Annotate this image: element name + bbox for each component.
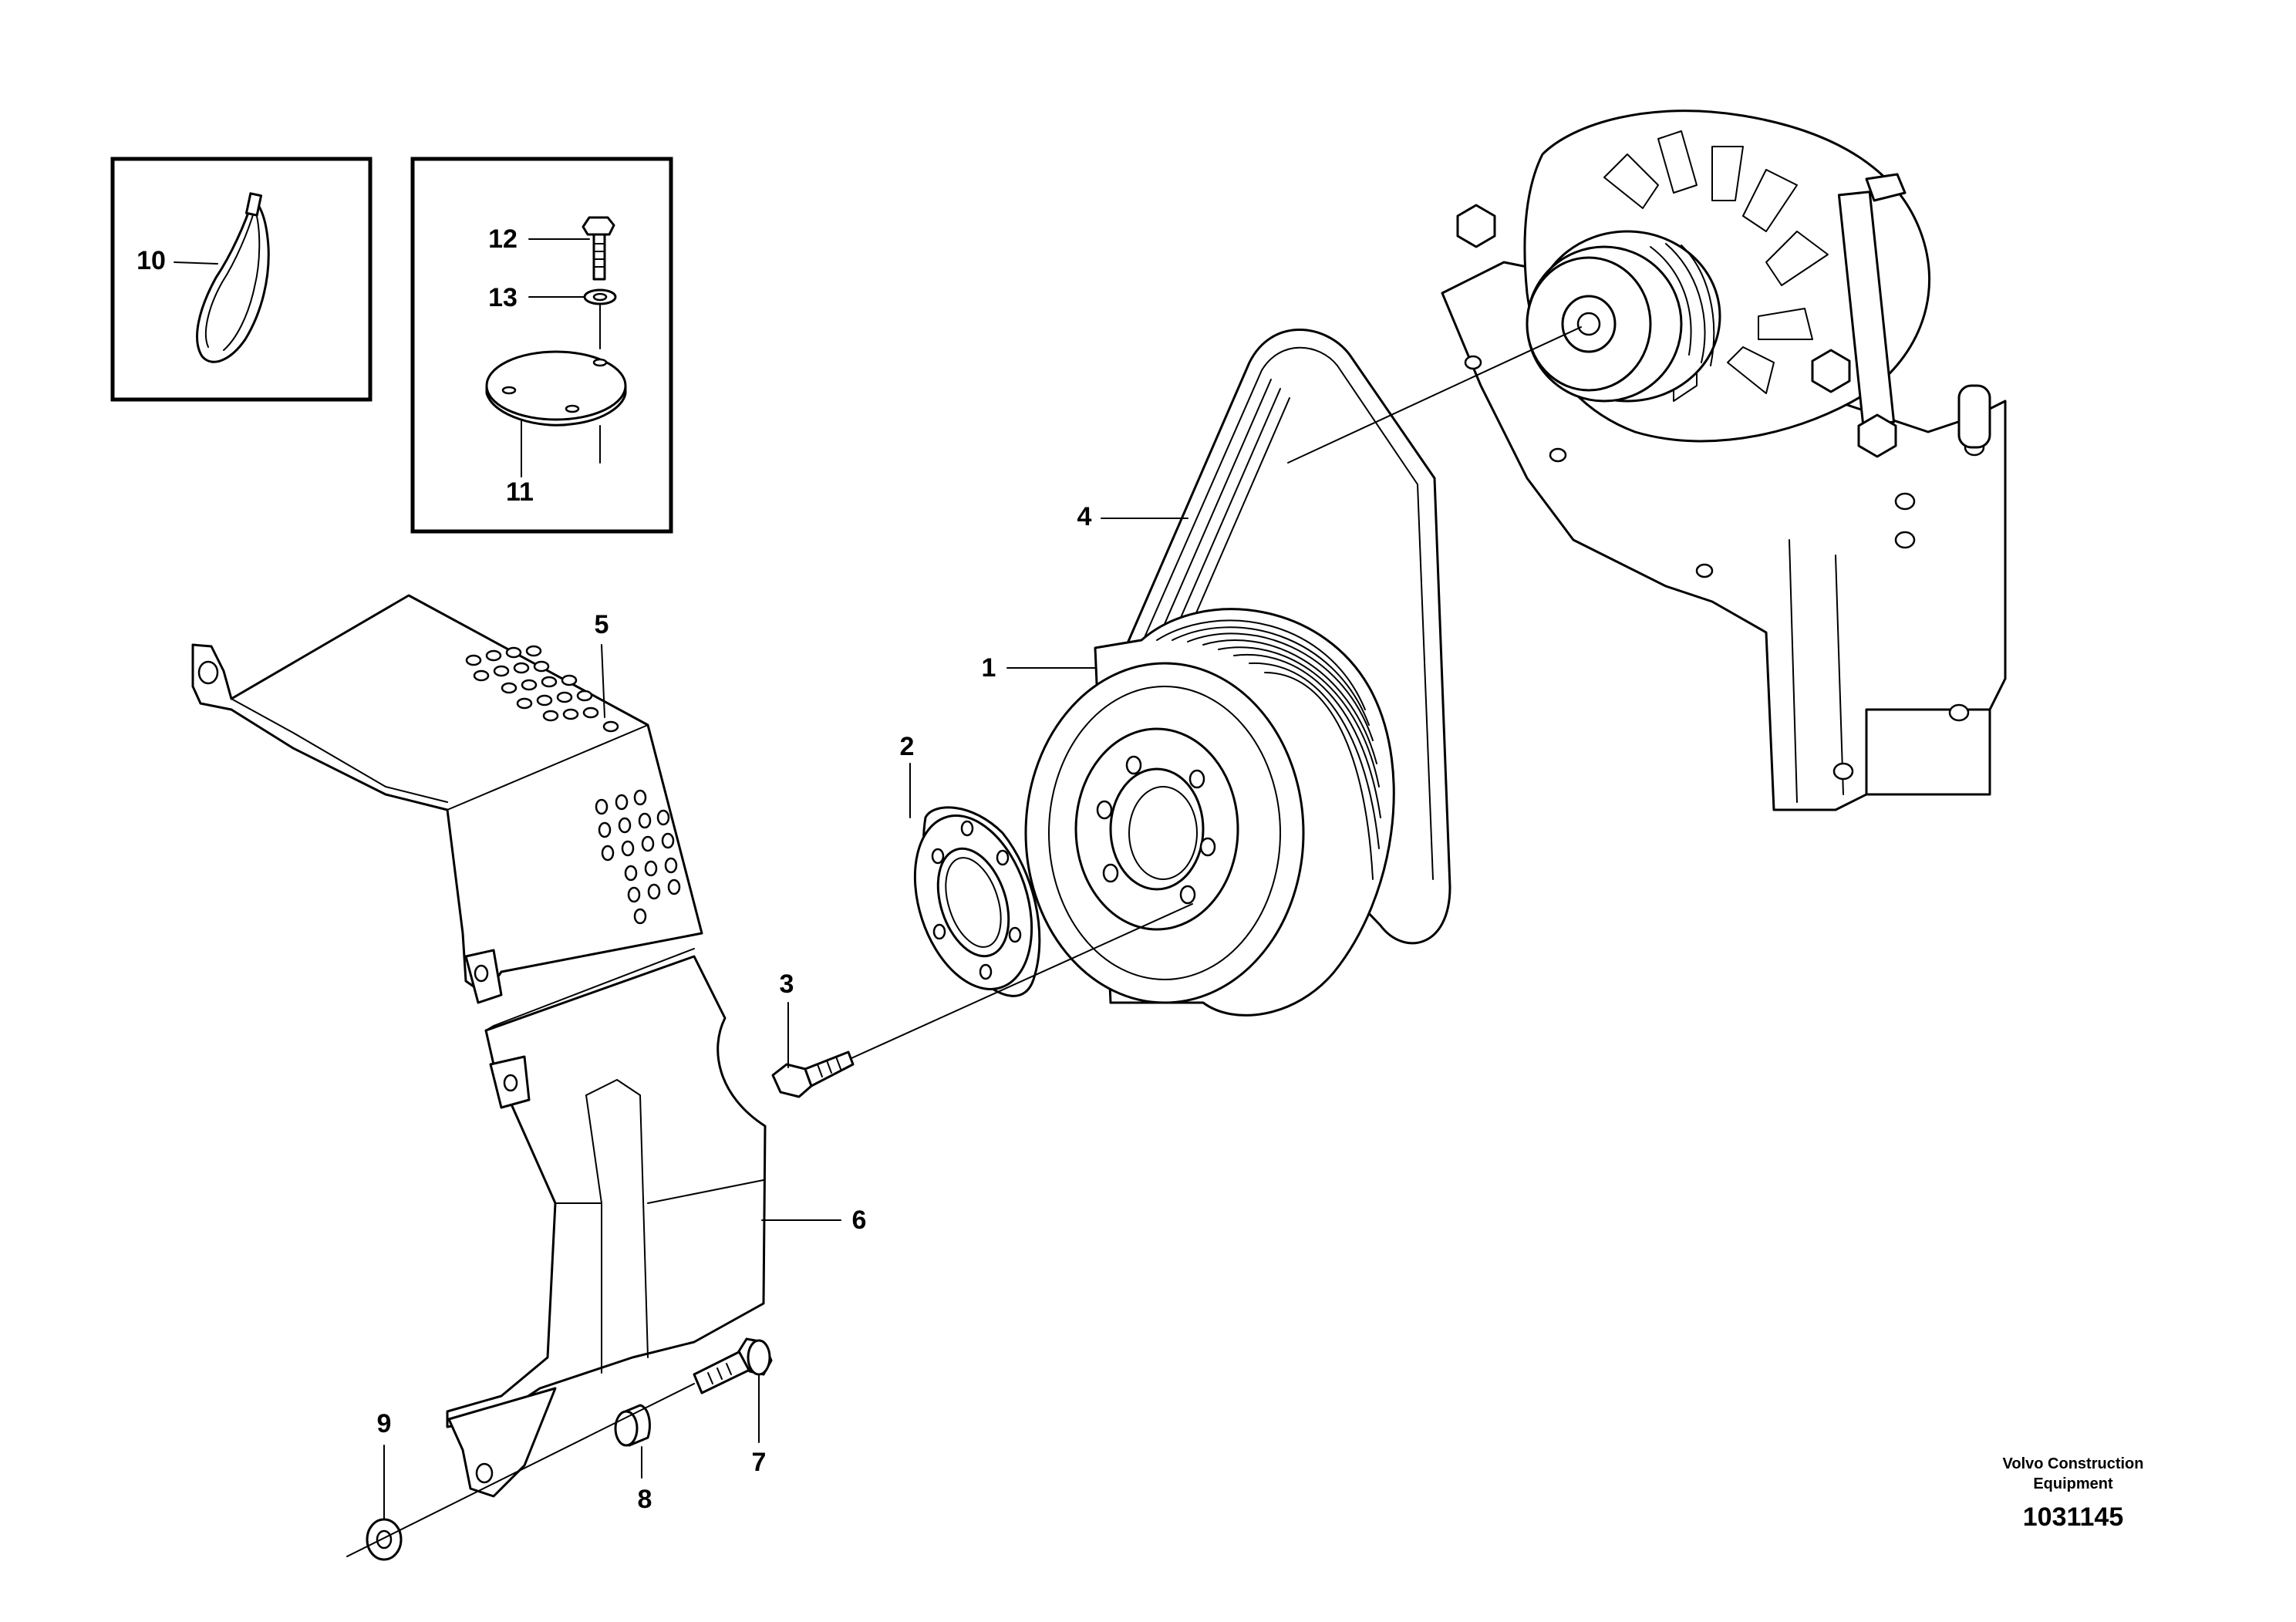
leader-10 xyxy=(174,261,218,265)
callout-2: 2 xyxy=(900,732,915,761)
alternator-assembly xyxy=(1441,110,2007,811)
spacer-8-drawing xyxy=(614,1404,651,1447)
axis-line-alternator xyxy=(1287,326,1582,464)
washer-13-drawing xyxy=(583,288,617,305)
callout-5: 5 xyxy=(595,610,609,639)
alternator-pulley xyxy=(1526,230,1721,403)
cover-plate-11-drawing xyxy=(485,350,627,427)
callout-13: 13 xyxy=(488,283,518,312)
upper-shield-5 xyxy=(191,594,703,1004)
lower-shield-6 xyxy=(446,948,767,1498)
inset-frame-right xyxy=(410,157,673,534)
vent-holes-top xyxy=(465,645,619,733)
callout-8: 8 xyxy=(638,1485,652,1514)
inset-frame-left xyxy=(110,157,373,402)
callout-7: 7 xyxy=(752,1448,767,1477)
bolt-3-drawing xyxy=(771,1050,855,1098)
callout-3: 3 xyxy=(780,969,794,999)
axis-line-bolt-3 xyxy=(851,903,1193,1059)
inset-cable-tie xyxy=(110,157,373,402)
company-name-line2: Equipment xyxy=(2033,1475,2113,1492)
leader-5 xyxy=(601,644,605,718)
company-name-line1: Volvo Construction xyxy=(2003,1455,2144,1472)
washer-9-drawing xyxy=(366,1518,403,1561)
callout-10: 10 xyxy=(137,246,166,275)
axis-line-lower-bolt xyxy=(346,1383,695,1557)
callout-12: 12 xyxy=(488,224,518,254)
callout-9: 9 xyxy=(377,1409,392,1438)
cable-tie-drawing xyxy=(196,192,270,363)
adapter-ring-2 xyxy=(913,806,1041,997)
callout-6: 6 xyxy=(852,1206,867,1235)
callout-4: 4 xyxy=(1077,502,1092,531)
bolt-12-drawing xyxy=(582,216,615,281)
inset-cover-plate xyxy=(410,157,673,534)
bolt-7-drawing xyxy=(693,1337,773,1394)
callout-1: 1 xyxy=(982,653,996,683)
callout-11: 11 xyxy=(506,477,534,507)
drawing-number: 1031145 xyxy=(2023,1502,2124,1532)
vent-holes-side xyxy=(595,789,681,925)
